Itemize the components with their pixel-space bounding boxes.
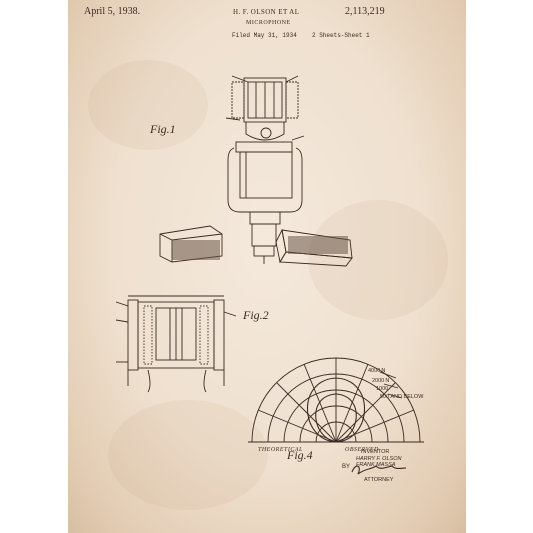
by-label: BY bbox=[342, 464, 351, 470]
polar-left-label: THEORETICAL bbox=[258, 447, 303, 453]
patent-title: MICROPHONE bbox=[246, 20, 291, 26]
figure-4-label: Fig.4 bbox=[287, 448, 313, 462]
patent-filed-date: Filed May 31, 1934 bbox=[232, 32, 297, 39]
patent-number: 2,113,219 bbox=[345, 6, 385, 17]
attorney-label: ATTORNEY bbox=[364, 477, 394, 483]
frequency-label: 1000 bbox=[376, 386, 389, 392]
paper-stain bbox=[308, 200, 448, 320]
figure-2-label: Fig.2 bbox=[243, 308, 269, 322]
inventor-label: INVENTOR bbox=[361, 449, 390, 455]
figure-4-polar-diagram bbox=[248, 357, 424, 443]
paper-stain bbox=[108, 400, 268, 510]
frequency-label: 500 AND BELOW bbox=[380, 394, 424, 400]
patent-date: April 5, 1938. bbox=[84, 6, 141, 17]
figure-2-section-drawing bbox=[115, 295, 237, 393]
inventor-name: FRANK MASSA bbox=[356, 462, 396, 468]
aged-paper-sheet bbox=[68, 0, 466, 533]
polar-right-label: OBSERVED bbox=[345, 447, 379, 453]
figure-1-label: Fig.1 bbox=[150, 122, 176, 136]
patent-inventors: H. F. OLSON ET AL bbox=[233, 8, 300, 16]
attorney-signature bbox=[351, 465, 407, 475]
paper-stain bbox=[88, 60, 208, 150]
frequency-label: 4000 N bbox=[368, 368, 386, 374]
frequency-label: 2000 N bbox=[372, 378, 390, 384]
inventor-name: HARRY F. OLSON bbox=[356, 456, 402, 462]
patent-sheet-count: 2 Sheets-Sheet 1 bbox=[312, 32, 370, 39]
